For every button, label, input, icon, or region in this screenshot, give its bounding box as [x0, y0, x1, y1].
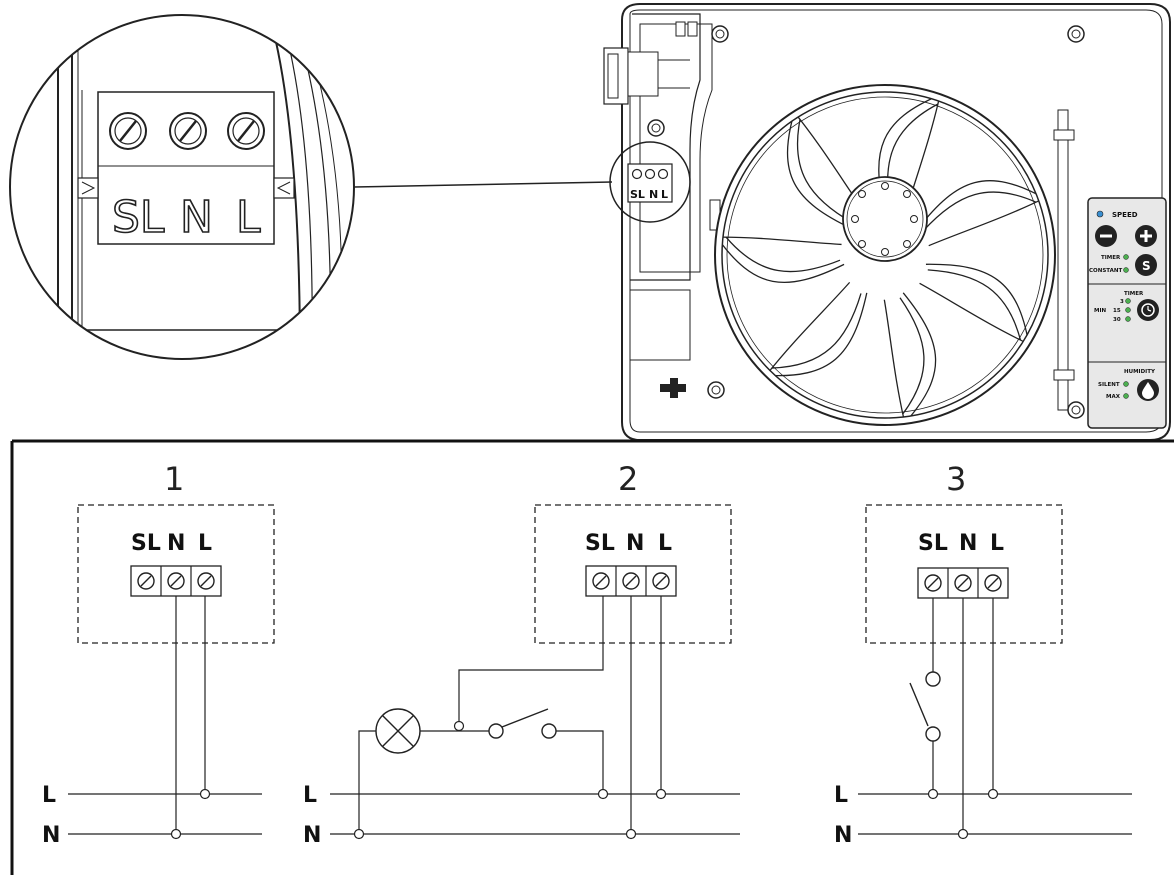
- zoom-connector-line: [353, 181, 613, 188]
- diagram-2: 2 SL N L: [303, 460, 740, 848]
- screw-hole-top-right: [1067, 25, 1085, 43]
- screw-hole-bottom-right: [1067, 401, 1085, 419]
- speed-label: SPEED: [1112, 211, 1138, 219]
- speed-plus-button[interactable]: [1135, 225, 1157, 247]
- silent-led: [1123, 381, 1129, 387]
- diagram-1-screw-l: [197, 572, 215, 590]
- diagram-2-line-l-label: L: [303, 783, 317, 808]
- timer-option-15: 15: [1113, 308, 1121, 314]
- diagram-3-line-l-label: L: [834, 783, 848, 808]
- timer-section-label: TIMER: [1124, 291, 1144, 297]
- unit-label-l: L: [661, 188, 668, 201]
- diagram-2-label-l: L: [658, 531, 672, 556]
- diagram-1-line-n-label: N: [42, 823, 60, 848]
- zoom-label-n: N: [180, 192, 213, 243]
- diagram-3-label-sl: SL: [918, 531, 948, 556]
- light-switch-symbol: [488, 708, 557, 739]
- max-led: [1123, 393, 1129, 399]
- timer-mode-led: [1123, 254, 1129, 260]
- diagram-3: 3 SL N L L N: [834, 460, 1132, 848]
- diagram-3-screw-sl: [924, 574, 942, 592]
- wiring-diagrams-panel: 1 SL N L L N 2 SL N L: [10, 439, 1174, 875]
- diagram-2-number: 2: [618, 460, 638, 498]
- screw-hole-top-left: [711, 25, 729, 43]
- diagram-3-line-n-label: N: [834, 823, 852, 848]
- diagram-2-screw-sl: [592, 572, 610, 590]
- constant-label: CONSTANT: [1089, 268, 1122, 274]
- switch-3-symbol: [909, 671, 941, 742]
- zoom-screw-sl: [109, 112, 147, 150]
- diagram-1-label-n: N: [167, 531, 185, 556]
- diagram-3-label-l: L: [990, 531, 1004, 556]
- s-button-label: S: [1142, 259, 1151, 273]
- diagram-3-unit-box: [865, 504, 1063, 644]
- diagram-2-label-n: N: [626, 531, 644, 556]
- constant-led: [1123, 267, 1129, 273]
- humidity-drop-button[interactable]: [1137, 379, 1159, 401]
- mode-s-button[interactable]: S: [1135, 254, 1157, 276]
- diagram-2-unit-box: [534, 504, 732, 644]
- diagram-3-screw-n: [954, 574, 972, 592]
- diagram-3-number: 3: [946, 460, 966, 498]
- screw-hole-bottom-left: [707, 381, 725, 399]
- diagram-1-screw-n: [167, 572, 185, 590]
- fan-unit: SL N L: [603, 3, 1171, 441]
- unit-terminal-block: SL N L: [609, 141, 691, 223]
- zoom-label-l: L: [236, 192, 261, 243]
- timer-led-30: [1125, 316, 1131, 322]
- diagram-2-screw-n: [622, 572, 640, 590]
- control-panel: SPEED TIMER CONSTANT S TIMER 3 15 30 MIN: [1087, 197, 1167, 429]
- zoom-screw-l: [227, 112, 265, 150]
- unit-label-n: N: [649, 188, 658, 201]
- timer-option-30: 30: [1113, 317, 1121, 323]
- timer-led-15: [1125, 307, 1131, 313]
- diagram-3-screw-l: [984, 574, 1002, 592]
- terminal-zoom-view: SL N L: [9, 14, 355, 360]
- speed-led: [1096, 210, 1104, 218]
- diagram-1-number: 1: [164, 460, 184, 498]
- zoom-label-sl: SL: [112, 192, 165, 243]
- silent-label: SILENT: [1098, 382, 1120, 388]
- humidity-label: HUMIDITY: [1124, 369, 1156, 375]
- unit-label-sl: SL: [630, 188, 645, 201]
- diagram-2-screw-l: [652, 572, 670, 590]
- speed-minus-button[interactable]: [1095, 225, 1117, 247]
- diagram-2-label-sl: SL: [585, 531, 615, 556]
- timer-led-3: [1125, 298, 1131, 304]
- diagram-2-line-n-label: N: [303, 823, 321, 848]
- diagram-1-label-l: L: [198, 531, 212, 556]
- diagram-1: 1 SL N L L N: [42, 460, 275, 848]
- timer-clock-button[interactable]: [1137, 299, 1159, 321]
- timer-option-3: 3: [1120, 299, 1124, 305]
- fan-impeller: [714, 84, 1056, 426]
- diagram-1-screw-sl: [137, 572, 155, 590]
- zoom-screw-n: [169, 112, 207, 150]
- diagram-3-label-n: N: [959, 531, 977, 556]
- diagram-1-label-sl: SL: [131, 531, 161, 556]
- timer-mode-label: TIMER: [1101, 255, 1121, 261]
- diagram-1-line-l-label: L: [42, 783, 56, 808]
- min-label: MIN: [1094, 308, 1107, 314]
- lamp-symbol: [375, 708, 421, 754]
- mounting-cross: [660, 378, 686, 398]
- max-label: MAX: [1106, 394, 1121, 400]
